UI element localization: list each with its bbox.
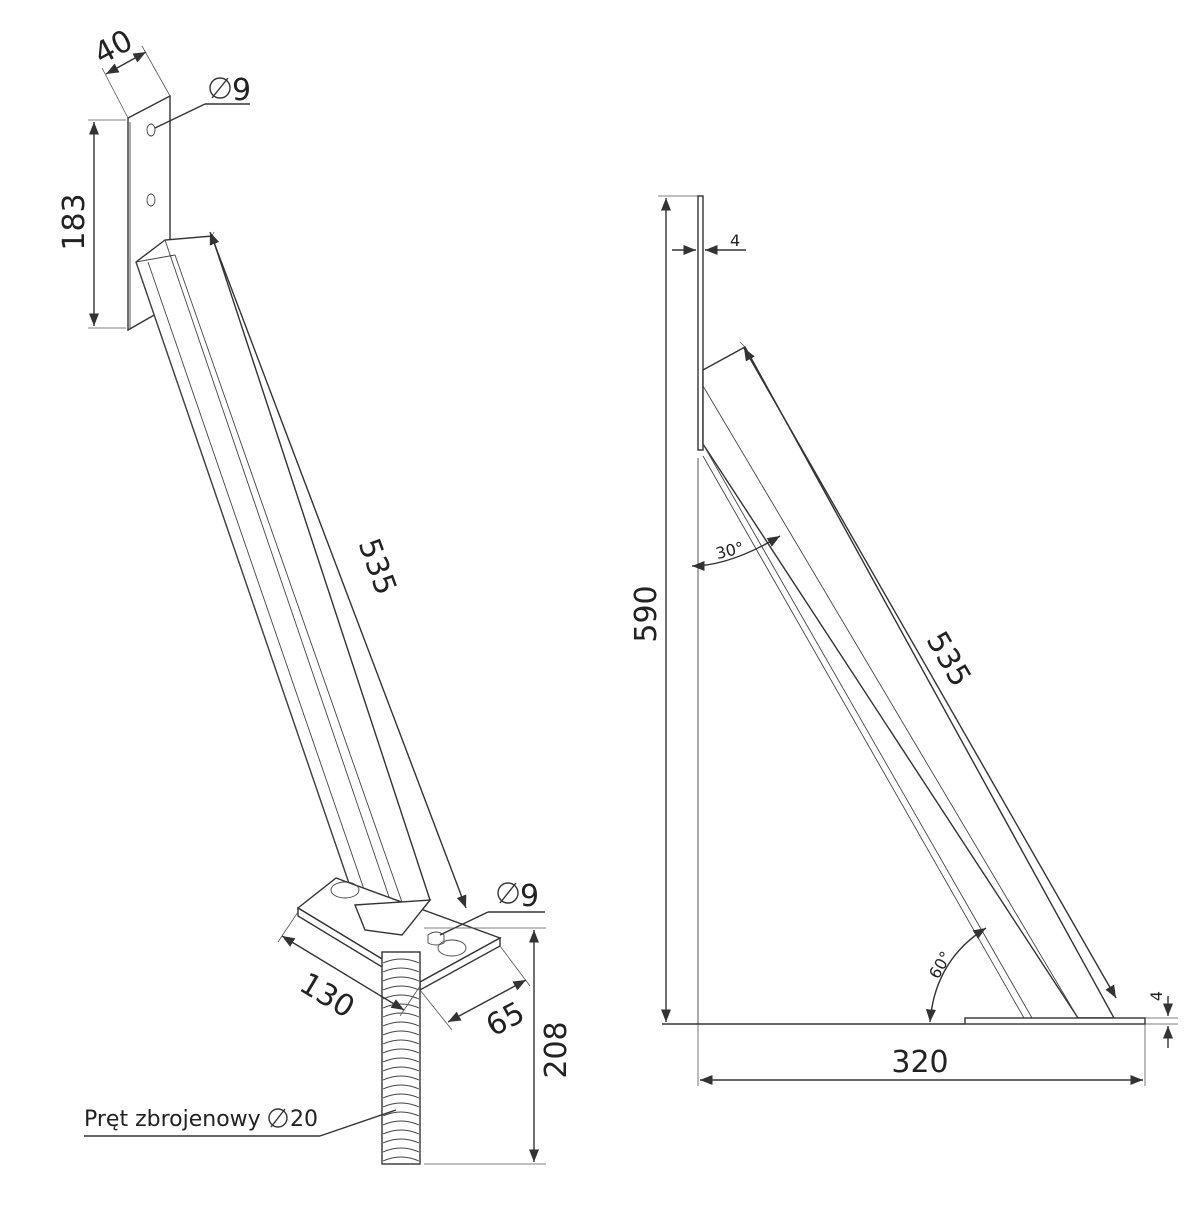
dim-strut-length-side: 535	[739, 341, 1117, 999]
dim-plate-thickness: 4	[672, 231, 746, 256]
dim-angle-bottom-label: 60°	[925, 948, 956, 982]
side-view: 590 4 30° 535 60° 4	[629, 195, 1178, 1086]
rebar-rib	[382, 1147, 420, 1153]
rebar-rib	[382, 1156, 420, 1162]
dim-rebar-length-label: 208	[539, 1021, 574, 1078]
side-vertical-plate	[697, 195, 704, 1024]
rebar-rib	[382, 1111, 420, 1117]
dim-height-label: 590	[629, 585, 664, 642]
rebar-callout: Pręt zbrojenowy 20	[84, 1107, 397, 1137]
iso-view: 40 9 183 535 9	[57, 23, 574, 1165]
rebar-rib	[382, 1093, 420, 1099]
top-hole-1	[146, 123, 156, 137]
rebar-rib	[382, 1057, 420, 1063]
rebar-rib	[382, 1129, 420, 1135]
dim-base-length-side: 320	[697, 1024, 1146, 1086]
rebar-rib	[382, 1084, 420, 1090]
dim-plate-height: 183	[57, 119, 126, 329]
dim-base-length-label: 130	[293, 966, 360, 1025]
rebar-callout-dia: 20	[290, 1107, 318, 1132]
dim-hole-top-label: 9	[232, 73, 251, 108]
base-slot	[427, 931, 445, 946]
dim-hole-top: 9	[154, 73, 251, 129]
rebar-rib	[382, 1102, 420, 1108]
dim-angle-bottom: 60°	[925, 927, 987, 1023]
rebar-callout-text: Pręt zbrojenowy	[84, 1107, 261, 1132]
rebar-rib	[382, 1138, 420, 1144]
rebar-rib	[382, 1039, 420, 1045]
dim-strut-length-iso-label: 535	[351, 534, 403, 600]
dim-rebar-length: 208	[424, 927, 574, 1165]
dim-plate-thickness-label: 4	[730, 231, 740, 250]
dim-base-thickness-label: 4	[1147, 991, 1166, 1001]
rebar-rib	[382, 1030, 420, 1036]
rebar-rib	[382, 1120, 420, 1126]
base-hole-2	[437, 939, 467, 957]
dim-hole-base-label: 9	[520, 879, 539, 914]
dim-base-width-label: 65	[480, 995, 530, 1044]
dim-base-thickness: 4	[1145, 991, 1178, 1048]
iso-rebar	[381, 951, 421, 1165]
dim-angle-top-label: 30°	[714, 538, 746, 563]
side-base-plate	[964, 1017, 1146, 1025]
rebar-rib	[382, 1048, 420, 1054]
dim-height: 590	[629, 195, 698, 1022]
dim-plate-width-label: 40	[88, 23, 138, 72]
top-hole-2	[146, 193, 156, 207]
rebar-rib	[382, 1021, 420, 1027]
rebar-rib	[382, 1012, 420, 1018]
dim-base-length-side-label: 320	[891, 1045, 948, 1080]
rebar-rib	[382, 1075, 420, 1081]
side-strut	[702, 346, 1116, 1019]
dim-hole-base: 9	[439, 879, 545, 936]
rebar-rib	[382, 1066, 420, 1072]
dim-plate-height-label: 183	[57, 193, 92, 250]
